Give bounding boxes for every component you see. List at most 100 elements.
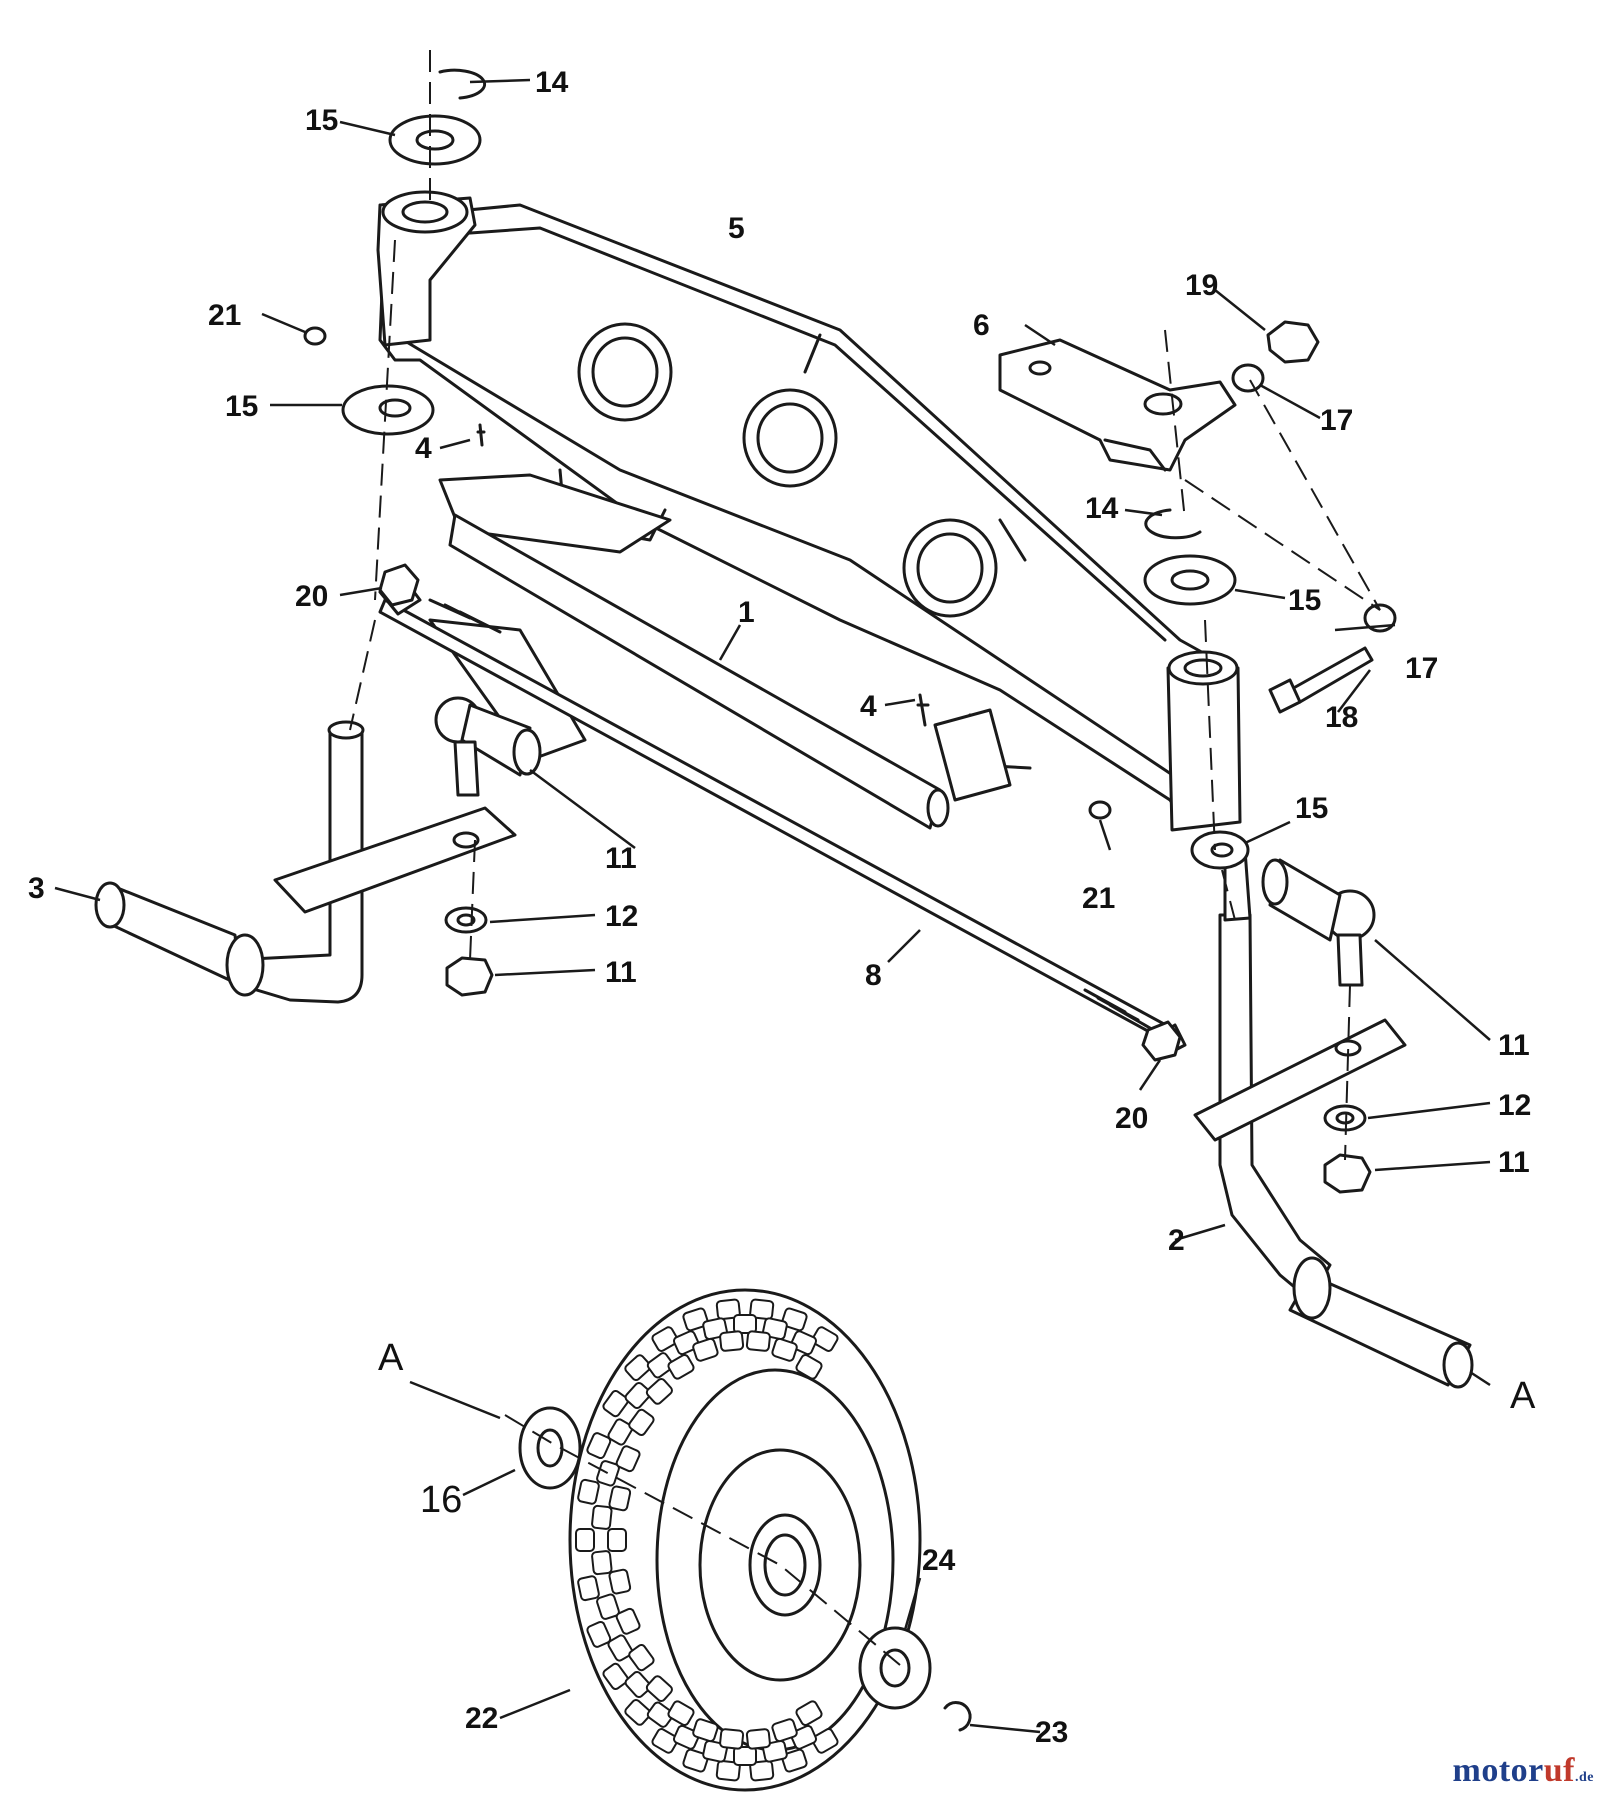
right-spindle [1193,848,1474,1389]
tread-block [781,1748,808,1773]
callout-4-right: 4 [860,690,877,723]
tread-block [596,1460,620,1487]
callout-11-nut-right: 11 [1498,1146,1530,1179]
callout-15-right: 15 [1288,584,1321,617]
ball-joint-left [434,696,542,797]
tread-block [651,1728,679,1754]
tread-block [602,1662,629,1691]
callout-8: 8 [865,959,882,992]
callout-24: 24 [922,1544,956,1577]
tread-block [586,1620,612,1648]
callout-A-right: A [1510,1375,1536,1417]
callout-6: 6 [973,309,990,342]
wheel [568,1288,922,1792]
callout-19: 19 [1185,269,1218,302]
tread-block [745,1728,771,1750]
tread-block [575,1528,595,1552]
tread-block [628,1408,655,1437]
tread-block [811,1326,839,1352]
callout-4-left: 4 [415,432,432,465]
callout-17-top: 17 [1320,404,1353,437]
tread-block [719,1330,745,1352]
tread-block [624,1381,652,1410]
tread-block [715,1298,741,1321]
callout-14-top: 14 [535,66,569,99]
tread-block [615,1445,641,1473]
tread-block [692,1337,719,1362]
tread-block [608,1485,632,1512]
tread-block [667,1353,695,1380]
tread-block [608,1568,632,1595]
callout-1: 1 [738,596,755,629]
callout-17-right: 17 [1405,652,1438,685]
callout-3: 3 [28,872,45,905]
tread-block [682,1748,709,1773]
tread-block [719,1728,745,1750]
tread-block [628,1643,655,1672]
tread-block [624,1354,652,1381]
callout-14-right: 14 [1085,492,1119,525]
tread-block [749,1298,775,1321]
callout-12-left: 12 [605,900,638,933]
tread-block [624,1670,652,1699]
callout-12-right: 12 [1498,1089,1531,1122]
left-spindle [94,720,517,1004]
axle-beam [376,190,1242,832]
callout-A-left: A [378,1337,404,1379]
wheel-tread [575,1298,839,1782]
tread-block [811,1728,839,1754]
tread-block [577,1575,600,1602]
tread-block [591,1504,613,1530]
tread-block [692,1718,719,1743]
callout-21-right: 21 [1082,882,1115,915]
callout-11-ball-left: 11 [605,842,637,875]
tread-block [586,1432,612,1460]
watermark-part3: .de [1575,1770,1594,1785]
tread-block [645,1675,673,1702]
callout-20-left: 20 [295,580,328,613]
tread-block [596,1593,620,1620]
assembly-lines [349,50,1381,1666]
tread-block [733,1746,757,1766]
tread-block [646,1701,675,1728]
steering-bracket [998,338,1237,472]
callout-16: 16 [420,1479,462,1521]
tread-block [745,1330,771,1352]
tread-block [651,1326,679,1352]
callout-15-left: 15 [225,390,258,423]
tread-block [749,1759,775,1782]
tread-block [733,1314,757,1334]
ball-joint-right [1261,858,1376,987]
callout-20-right: 20 [1115,1102,1148,1135]
tread-block [624,1699,652,1726]
tread-block [607,1634,634,1662]
tread-block [602,1389,629,1418]
tread-block [615,1607,641,1635]
leader-lines [54,78,1491,1734]
tread-block [607,1528,627,1552]
watermark-logo: motoruf.de [1453,1752,1594,1790]
tread-block [607,1418,634,1446]
callout-15-lower-right: 15 [1295,792,1328,825]
callout-labels: 14 15 5 19 6 21 17 15 4 14 15 20 1 17 18… [28,66,1536,1749]
tread-block [646,1352,675,1379]
watermark-part2: uf [1543,1752,1575,1789]
callout-23: 23 [1035,1716,1068,1749]
tread-block [577,1478,600,1505]
callout-18: 18 [1325,701,1358,734]
tread-block [667,1700,695,1727]
callout-15-top: 15 [305,104,338,137]
tread-block [591,1550,613,1576]
tread-block [645,1378,673,1405]
callout-5: 5 [728,212,745,245]
callout-11-nut-left: 11 [605,956,637,989]
tread-block [781,1307,808,1332]
tread-block [795,1700,823,1727]
callout-11-ball-right: 11 [1498,1029,1530,1062]
callout-22: 22 [465,1702,498,1735]
tread-block [771,1718,798,1743]
tread-block [795,1353,823,1380]
tread-block [682,1307,709,1332]
watermark-part1: motor [1452,1752,1544,1789]
